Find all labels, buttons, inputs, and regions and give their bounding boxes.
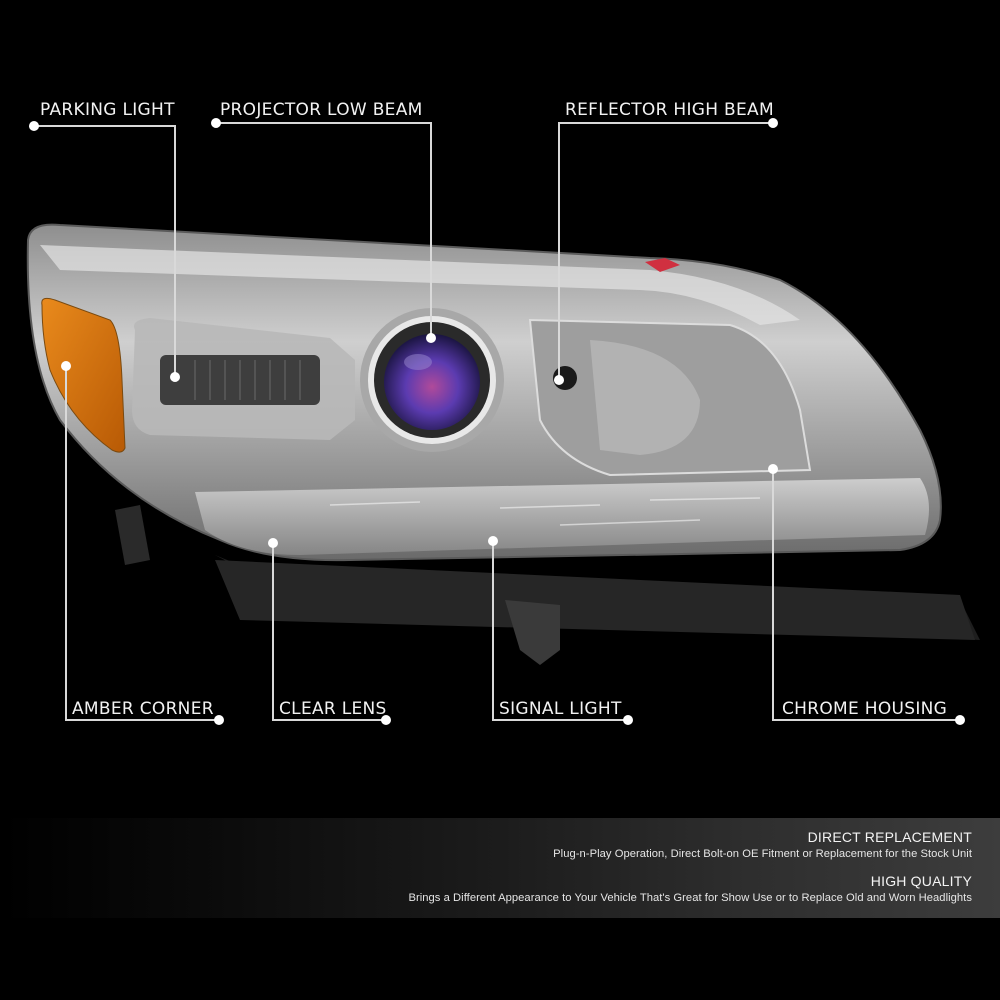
projector-low-beam-shape	[360, 308, 504, 452]
callout-projector-low-beam: PROJECTOR LOW BEAM	[220, 100, 423, 120]
amber-corner-shape	[41, 297, 126, 453]
callout-clear-lens: CLEAR LENS	[279, 699, 387, 719]
feature-title-high-quality: HIGH QUALITY	[870, 873, 972, 889]
mounting-skirt	[115, 505, 980, 665]
feature-title-direct-replacement: DIRECT REPLACEMENT	[807, 829, 972, 845]
clear-lens-shape	[195, 478, 929, 555]
callout-parking-light: PARKING LIGHT	[40, 100, 175, 120]
feature-banner: DIRECT REPLACEMENT Plug-n-Play Operation…	[0, 818, 1000, 918]
callout-chrome-housing: CHROME HOUSING	[782, 699, 948, 719]
callout-amber-corner: AMBER CORNER	[72, 699, 214, 719]
callout-signal-light: SIGNAL LIGHT	[499, 699, 622, 719]
callout-reflector-high-beam: REFLECTOR HIGH BEAM	[565, 100, 774, 120]
feature-desc-high-quality: Brings a Different Appearance to Your Ve…	[408, 892, 972, 904]
feature-desc-direct-replacement: Plug-n-Play Operation, Direct Bolt-on OE…	[553, 848, 972, 860]
